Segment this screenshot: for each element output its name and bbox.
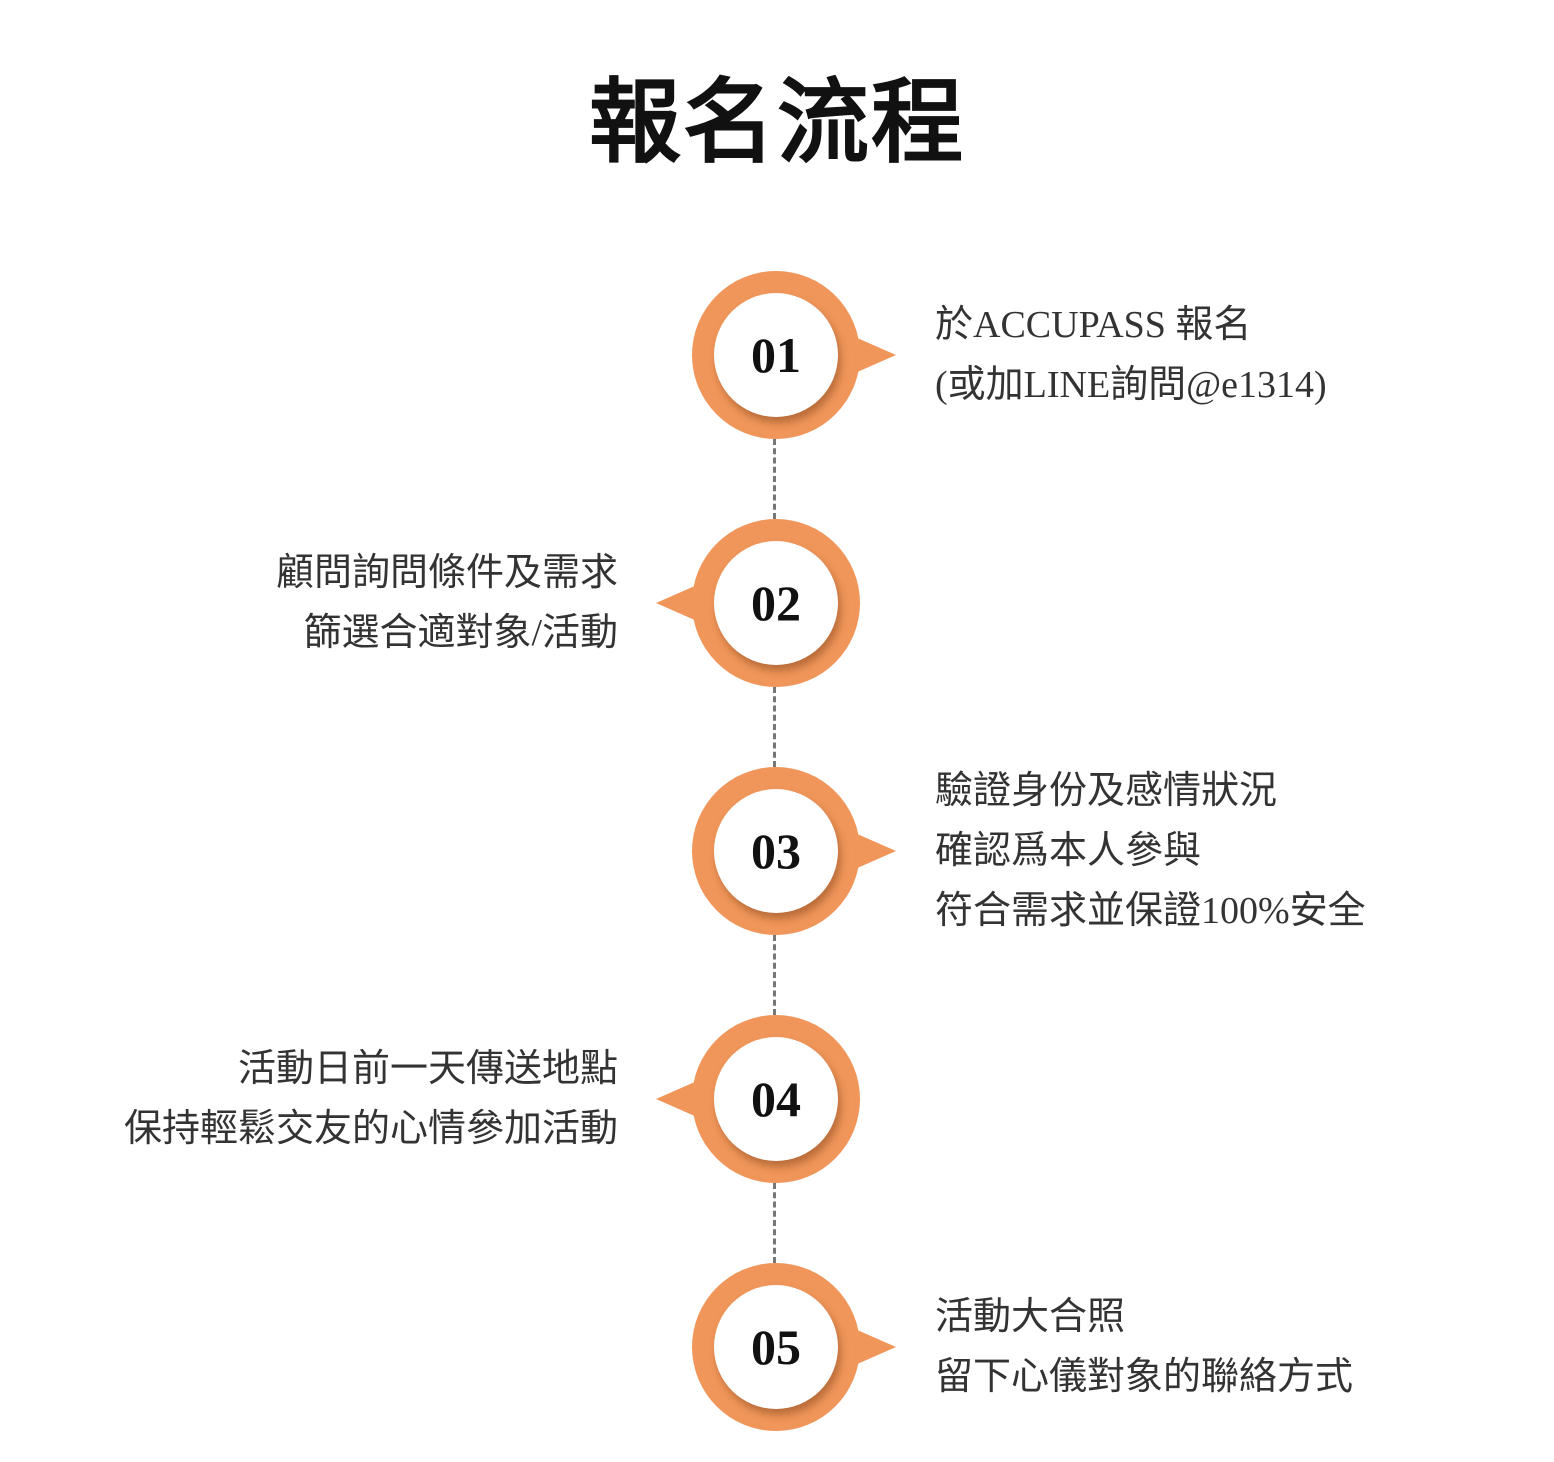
connector-line bbox=[773, 935, 776, 1015]
step-number: 02 bbox=[714, 541, 838, 665]
step-line: 符合需求並保證100%安全 bbox=[935, 890, 1366, 932]
connector-line bbox=[773, 439, 776, 519]
step-number: 03 bbox=[714, 789, 838, 913]
step-number: 01 bbox=[714, 293, 838, 417]
page-title: 報名流程 bbox=[588, 68, 965, 176]
step-line: 於ACCUPASS 報名 bbox=[935, 304, 1252, 346]
step-number: 05 bbox=[714, 1285, 838, 1409]
step-line: 留下心儀對象的聯絡方式 bbox=[935, 1356, 1354, 1398]
step-description: 驗證身份及感情狀況確認爲本人參與符合需求並保證100%安全 bbox=[935, 761, 1366, 941]
step-line: 保持輕鬆交友的心情參加活動 bbox=[123, 1108, 618, 1150]
connector-line bbox=[773, 687, 776, 767]
step-number: 04 bbox=[714, 1037, 838, 1161]
connector-line bbox=[773, 1183, 776, 1263]
step-line: 活動大合照 bbox=[935, 1296, 1126, 1338]
step-description: 於ACCUPASS 報名 (或加LINE詢問@e1314) bbox=[935, 295, 1327, 415]
step-line: 篩選合適對象/活動 bbox=[303, 612, 618, 654]
step-description: 顧問詢問條件及需求篩選合適對象/活動 bbox=[276, 543, 618, 663]
step-description: 活動日前一天傳送地點保持輕鬆交友的心情參加活動 bbox=[124, 1039, 618, 1159]
step-line: 顧問詢問條件及需求 bbox=[275, 552, 618, 594]
step-description: 活動大合照留下心儀對象的聯絡方式 bbox=[935, 1287, 1353, 1407]
step-line: (或加LINE詢問@e1314) bbox=[935, 364, 1327, 406]
step-line: 確認爲本人參與 bbox=[935, 830, 1202, 872]
step-line: 活動日前一天傳送地點 bbox=[237, 1048, 618, 1090]
step-line: 驗證身份及感情狀況 bbox=[935, 770, 1278, 812]
